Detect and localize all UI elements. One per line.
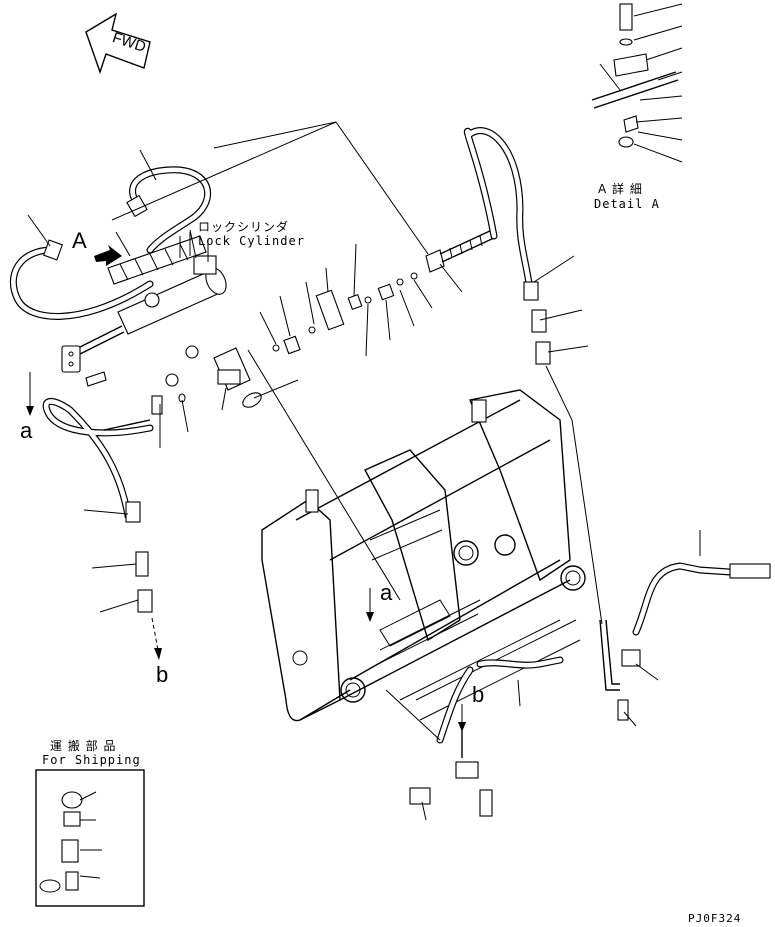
view-a-label: A — [72, 228, 87, 253]
shipping-en-label: For Shipping — [42, 753, 141, 767]
detail-a-jp-label: A 詳 細 — [598, 182, 643, 196]
hose-loop-left — [9, 239, 154, 320]
leader-lines — [27, 3, 701, 879]
fwd-arrow-icon — [85, 12, 151, 75]
detail-a-assembly — [591, 3, 679, 148]
view-arrow-icon — [94, 245, 122, 266]
fitting-row — [272, 229, 495, 355]
ref-arrow-b-center — [458, 704, 466, 732]
ref-arrow-a-left — [26, 372, 34, 416]
ref-a-left-label: a — [20, 418, 33, 443]
ref-b-left-label: b — [156, 662, 169, 687]
coupler-frame — [261, 389, 586, 722]
shipping-jp-label: 運 搬 部 品 — [50, 739, 117, 753]
ref-b-center-label: b — [472, 682, 485, 707]
drawing-code-label: PJ0F324 — [688, 912, 742, 925]
ref-arrow-b-left — [151, 617, 162, 660]
ref-arrow-a-center — [366, 588, 374, 622]
hose-lower-right — [409, 562, 771, 817]
lock-cylinder-jp-label: ロックシリンダ — [198, 220, 290, 234]
lock-cylinder-en-label: Lock Cylinder — [198, 234, 305, 248]
hose-loop-upper — [126, 166, 211, 254]
detail-a-en-label: Detail A — [594, 197, 660, 211]
lock-cylinder-assembly — [61, 232, 227, 387]
hose-lower-left — [42, 398, 154, 613]
hose-loop-right — [463, 127, 551, 365]
valve-block — [151, 345, 262, 415]
shipping-box — [35, 769, 145, 907]
ref-a-center-label: a — [380, 580, 393, 605]
